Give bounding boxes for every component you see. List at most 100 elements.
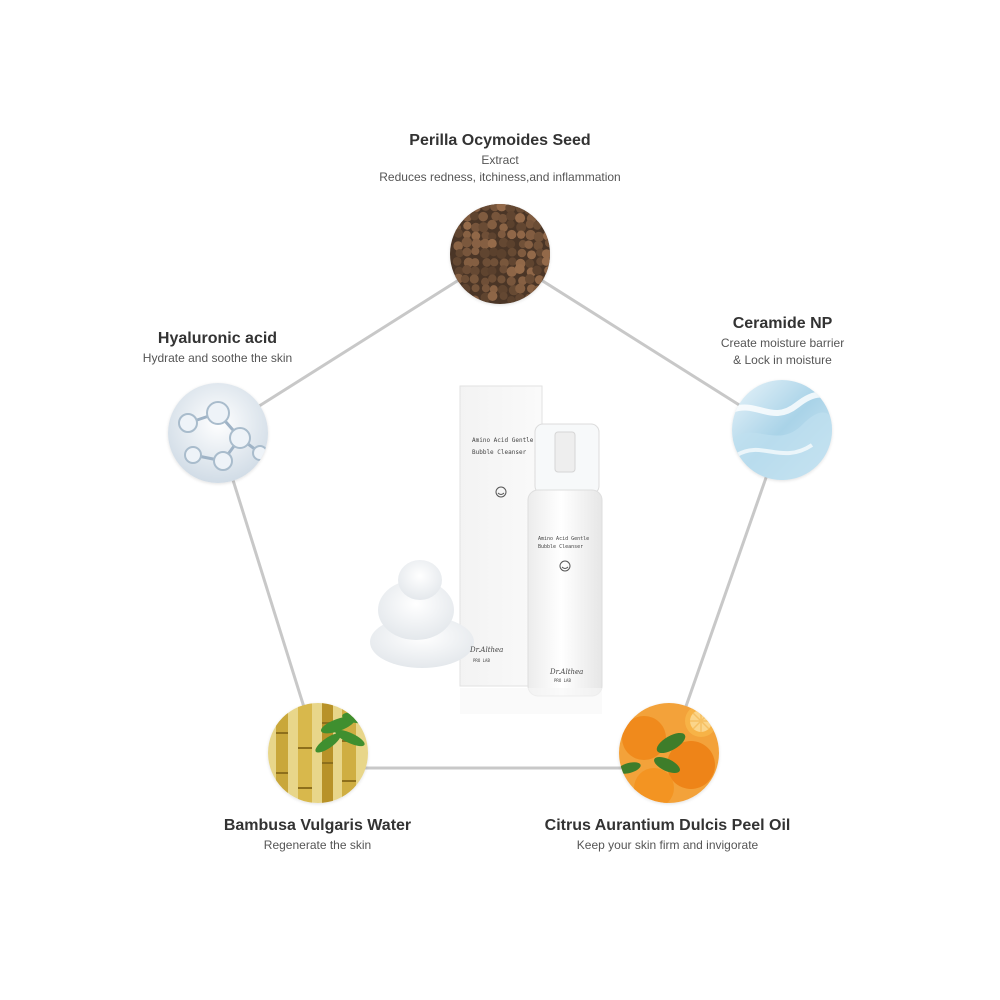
perilla-seed — [479, 238, 491, 249]
perilla-seed — [497, 275, 506, 284]
perilla-seed — [525, 229, 536, 241]
line-perilla-hyaluronic — [217, 252, 501, 434]
perilla-seed — [480, 267, 490, 277]
perilla-seed — [496, 248, 507, 259]
perilla-seed — [487, 219, 497, 230]
hyaluronic-title: Hyaluronic acid — [157, 330, 278, 347]
perilla-seed — [469, 274, 479, 284]
perilla-seed — [454, 228, 463, 238]
gel-texture-icon — [732, 380, 832, 480]
bottle-line1: Amino Acid Gentle — [538, 536, 589, 542]
perilla-seed — [482, 258, 492, 267]
perilla-seed — [470, 211, 480, 221]
perilla-title: Perilla Ocymoides Seed — [409, 132, 591, 149]
citrus-title: Citrus Aurantium Dulcis Peel Oil — [544, 817, 791, 834]
perilla-seed — [463, 257, 474, 268]
perilla-seed — [507, 229, 517, 240]
perilla-seed — [471, 247, 480, 256]
perilla-seed — [498, 213, 508, 223]
perilla-seed — [518, 276, 527, 286]
perilla-seed — [460, 274, 470, 284]
perilla-seed — [487, 291, 498, 301]
perilla-seed — [533, 231, 544, 242]
perilla-desc-line2: Reduces redness, itchiness,and inflammat… — [379, 170, 621, 184]
perilla-seed — [525, 258, 535, 268]
perilla-seed — [497, 230, 506, 239]
perilla-seed — [462, 265, 472, 275]
ceramide-title: Ceramide NP — [732, 315, 833, 332]
perilla-seed — [479, 248, 490, 259]
box-line1: Amino Acid Gentle — [472, 437, 534, 444]
hyaluronic-label: Hyaluronic acid Hydrate and soothe the s… — [100, 328, 335, 367]
perilla-seed — [478, 211, 489, 222]
perilla-seed — [497, 284, 508, 295]
perilla-seed — [461, 237, 472, 248]
perilla-seed — [499, 258, 509, 268]
line-ceramide-citrus — [668, 431, 784, 753]
perilla-seed — [470, 258, 480, 267]
perilla-seed — [481, 231, 491, 240]
perilla-seed — [470, 266, 480, 276]
ceramide-label: Ceramide NP Create moisture barrier & Lo… — [680, 313, 885, 369]
perilla-seed — [489, 285, 498, 294]
perilla-seed — [508, 257, 517, 266]
perilla-seed — [481, 284, 490, 293]
perilla-seed — [532, 221, 542, 230]
perilla-seed — [527, 250, 537, 260]
perilla-seed — [499, 223, 508, 232]
perilla-seed — [471, 284, 480, 293]
perilla-desc-line1: Extract — [481, 153, 519, 167]
product-illustration: Amino Acid Gentle Bubble Cleanser Dr.Alt… — [370, 385, 603, 714]
perilla-seed — [516, 230, 526, 239]
box-brand: Dr.Althea — [469, 646, 503, 654]
perilla-seed — [481, 277, 490, 286]
bambusa-label: Bambusa Vulgaris Water Regenerate the sk… — [185, 815, 450, 854]
perilla-seed — [507, 247, 517, 257]
line-hyaluronic-bambusa — [216, 431, 320, 753]
perilla-seed — [498, 237, 509, 248]
citrus-desc: Keep your skin firm and invigorate — [576, 838, 759, 852]
perilla-seed — [481, 204, 491, 211]
perilla-label: Perilla Ocymoides Seed Extract Reduces r… — [350, 130, 650, 186]
foam — [370, 560, 474, 668]
perilla-seed — [506, 266, 517, 277]
perilla-seed — [499, 292, 508, 301]
perilla-seed — [524, 240, 534, 249]
molecule-icon — [168, 383, 268, 483]
bottle-line2: Bubble Cleanser — [538, 544, 583, 550]
perilla-seed — [532, 265, 542, 275]
perilla-seed — [514, 264, 525, 275]
perilla-seed — [487, 238, 497, 249]
perilla-seed — [490, 258, 499, 267]
perilla-seed — [515, 283, 526, 294]
box-sub-brand: PRO LAB — [473, 658, 490, 663]
perilla-seed — [516, 222, 527, 233]
perilla-seed — [517, 248, 527, 258]
perilla-seed — [462, 230, 471, 239]
bambusa-desc: Regenerate the skin — [263, 838, 372, 852]
perilla-seeds-icon — [450, 204, 550, 304]
perilla-seed — [471, 231, 481, 241]
perilla-seed — [491, 211, 501, 221]
perilla-seed — [533, 240, 543, 251]
perilla-seed — [454, 266, 464, 277]
bottle-sub-brand: PRO LAB — [554, 678, 571, 683]
box-line2: Bubble Cleanser — [472, 449, 527, 456]
perilla-seed — [525, 219, 535, 229]
perilla-seed — [478, 222, 489, 233]
perilla-seed — [506, 211, 516, 221]
line-perilla-ceramide — [499, 252, 783, 434]
perilla-seed — [505, 204, 516, 213]
perilla-seed — [488, 232, 497, 241]
perilla-seed — [488, 274, 497, 283]
citrus-label: Citrus Aurantium Dulcis Peel Oil Keep yo… — [520, 815, 815, 854]
perilla-seed — [462, 247, 472, 257]
perilla-seed — [506, 220, 515, 229]
perilla-seed — [541, 249, 550, 259]
perilla-seed — [506, 239, 516, 249]
perilla-seed — [507, 295, 516, 304]
hyaluronic-desc: Hydrate and soothe the skin — [142, 351, 293, 365]
perilla-seed — [471, 238, 482, 249]
ceramide-desc-line2: & Lock in moisture — [733, 353, 832, 367]
